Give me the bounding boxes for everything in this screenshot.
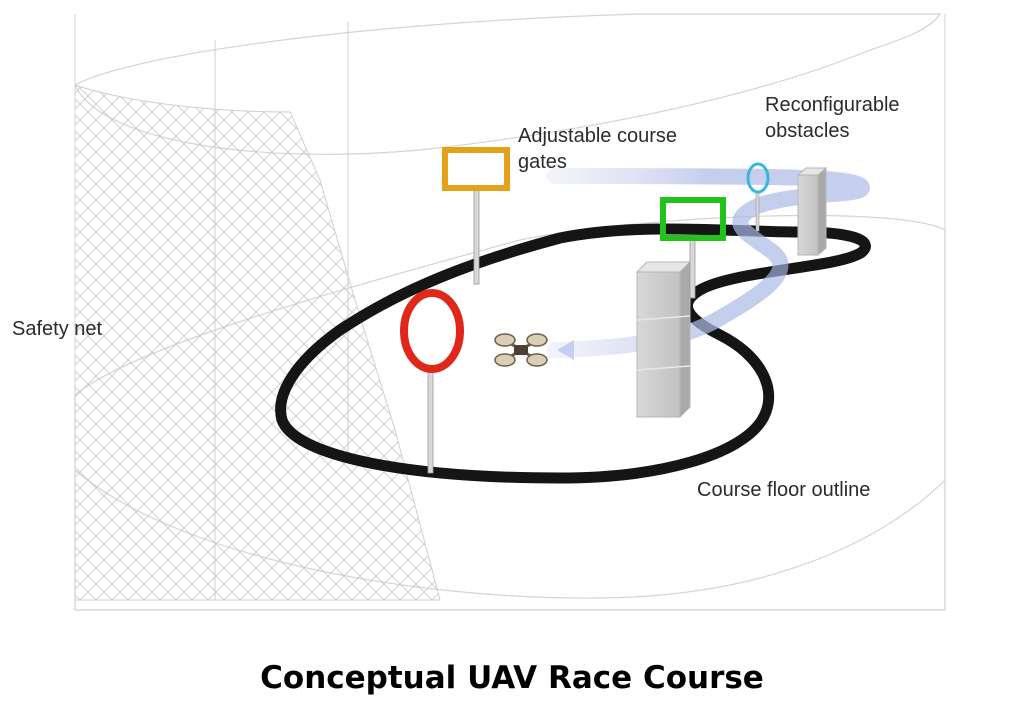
diagram-caption: Conceptual UAV Race Course xyxy=(260,660,764,696)
course-track xyxy=(275,223,871,484)
obstacle-tall xyxy=(635,260,692,419)
label-line: Reconfigurable xyxy=(765,94,900,116)
flight-path-arrow-head xyxy=(557,340,574,360)
gate-cyan xyxy=(746,162,770,232)
label-floor-outline: Course floor outline xyxy=(697,479,871,501)
drone-icon xyxy=(494,333,548,367)
label-safety-net: Safety net xyxy=(12,318,103,340)
label-line: Adjustable course xyxy=(518,125,677,147)
label-line: obstacles xyxy=(765,120,850,142)
safety-net xyxy=(74,84,441,601)
gate-red xyxy=(400,289,464,474)
gate-orange xyxy=(442,147,510,285)
flight-path xyxy=(547,168,871,360)
label-adjustable-gates: Adjustable course gates xyxy=(518,123,677,175)
obstacle-small xyxy=(796,166,828,257)
label-reconfigurable-obstacles: Reconfigurable obstacles xyxy=(765,92,900,144)
gate-green xyxy=(660,197,726,299)
label-line: gates xyxy=(518,151,567,173)
